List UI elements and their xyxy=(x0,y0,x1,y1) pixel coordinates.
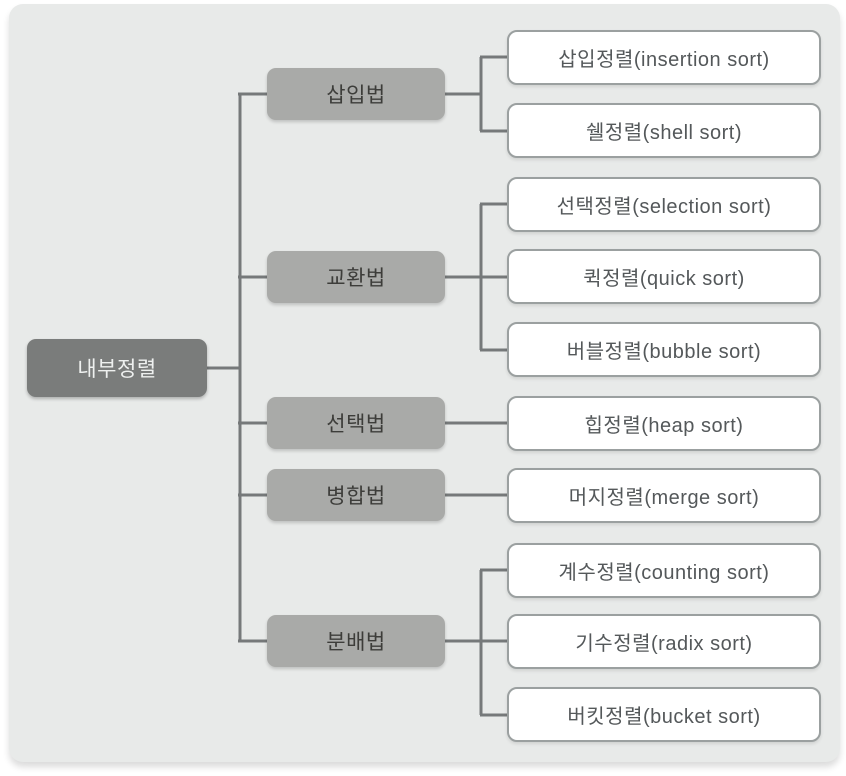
leaf-node-radix-sort: 기수정렬(radix sort) xyxy=(507,614,821,669)
category-node-insertion-method: 삽입법 xyxy=(267,68,445,120)
leaf-node-heap-sort: 힙정렬(heap sort) xyxy=(507,396,821,451)
leaf-node-quick-sort: 퀵정렬(quick sort) xyxy=(507,249,821,304)
leaf-node-insertion-sort: 삽입정렬(insertion sort) xyxy=(507,30,821,85)
leaf-node-merge-sort: 머지정렬(merge sort) xyxy=(507,468,821,523)
leaf-node-bubble-sort: 버블정렬(bubble sort) xyxy=(507,322,821,377)
leaf-node-counting-sort: 계수정렬(counting sort) xyxy=(507,543,821,598)
category-node-merge-method: 병합법 xyxy=(267,469,445,521)
category-node-selection-method: 선택법 xyxy=(267,397,445,449)
category-node-exchange-method: 교환법 xyxy=(267,251,445,303)
leaf-node-shell-sort: 쉘정렬(shell sort) xyxy=(507,103,821,158)
node-internal-sort: 내부정렬 xyxy=(27,339,207,397)
category-node-distribution-method: 분배법 xyxy=(267,615,445,667)
leaf-node-selection-sort: 선택정렬(selection sort) xyxy=(507,177,821,232)
leaf-node-bucket-sort: 버킷정렬(bucket sort) xyxy=(507,687,821,742)
